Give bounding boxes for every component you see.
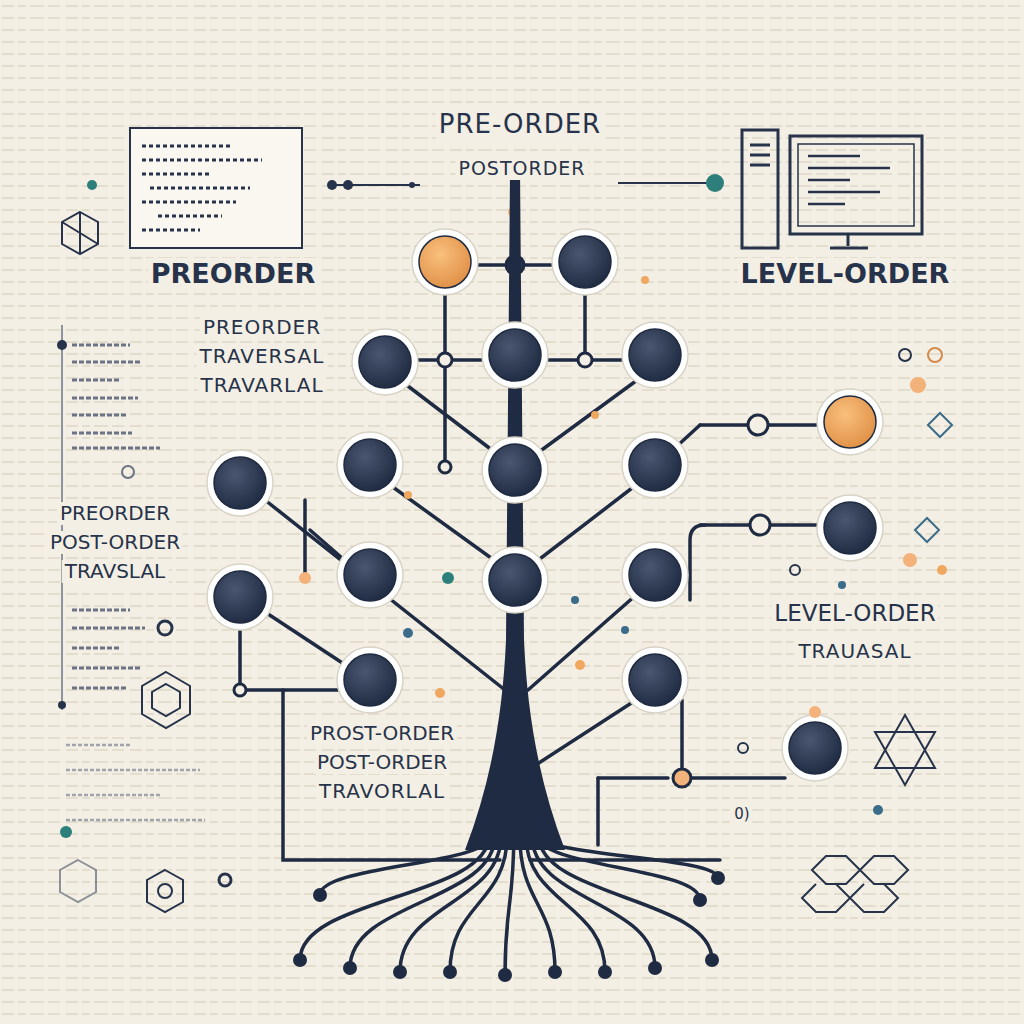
tree-roots	[293, 835, 725, 982]
node-ball	[214, 571, 266, 623]
root-line	[537, 835, 700, 900]
tree-node	[482, 547, 548, 613]
node-ring	[412, 229, 478, 295]
root-line	[505, 835, 514, 975]
tree-node	[207, 450, 273, 516]
tree-node	[337, 542, 403, 608]
node-ring	[622, 432, 688, 498]
label: 0)	[731, 806, 752, 823]
label: PROST-ORDER	[307, 722, 457, 745]
node-ball	[489, 554, 541, 606]
tree-node	[622, 647, 688, 713]
node-ball	[559, 236, 611, 288]
node-ball	[344, 549, 396, 601]
tree-node	[352, 329, 418, 395]
node-ball	[489, 444, 541, 496]
root-dot	[393, 965, 407, 979]
tree-node	[817, 389, 883, 455]
node-ring	[622, 322, 688, 388]
root-dot	[648, 961, 662, 975]
tree-node	[482, 437, 548, 503]
label: PRE-ORDER	[436, 110, 604, 140]
root-dot	[711, 871, 725, 885]
node-ring	[482, 322, 548, 388]
node-ring	[552, 229, 618, 295]
label: PREORDER	[57, 502, 173, 525]
tree-node	[337, 432, 403, 498]
root-dot	[313, 888, 327, 902]
tree-node	[622, 432, 688, 498]
node-ring	[782, 715, 848, 781]
node-ball	[824, 502, 876, 554]
node-ring	[337, 542, 403, 608]
tree-node	[782, 715, 848, 781]
tree-node	[622, 322, 688, 388]
computer-icon	[742, 130, 922, 248]
tree-node	[207, 564, 273, 630]
tree-node	[337, 647, 403, 713]
node-ball	[489, 329, 541, 381]
node-ring	[337, 432, 403, 498]
node-ball	[344, 439, 396, 491]
node-ring	[337, 647, 403, 713]
tree-trunk	[465, 170, 565, 850]
node-ball	[359, 336, 411, 388]
label: LEVEL-ORDER	[738, 258, 953, 289]
root-dot	[598, 965, 612, 979]
root-dot	[705, 953, 719, 967]
node-ring	[817, 389, 883, 455]
node-ring	[207, 564, 273, 630]
root-dot	[548, 965, 562, 979]
node-ring	[622, 542, 688, 608]
label: POST-ORDER	[47, 531, 183, 554]
node-ring	[207, 450, 273, 516]
decorations	[60, 212, 952, 912]
root-dot	[443, 965, 457, 979]
node-ball	[789, 722, 841, 774]
root-dot	[293, 953, 307, 967]
label: POST-ORDER	[314, 751, 450, 774]
tree-node	[817, 495, 883, 561]
tree-node	[622, 542, 688, 608]
node-ball	[214, 457, 266, 509]
node-ball	[419, 236, 471, 288]
label: TRAUASAL	[795, 640, 914, 663]
side-notes	[57, 325, 205, 838]
label: TRAVSLAL	[62, 560, 169, 583]
node-ring	[482, 547, 548, 613]
node-ball	[344, 654, 396, 706]
root-line	[320, 835, 492, 895]
node-ball	[629, 439, 681, 491]
node-ball	[629, 329, 681, 381]
node-ring	[482, 437, 548, 503]
tree-node	[552, 229, 618, 295]
node-ball	[629, 549, 681, 601]
node-ball	[629, 654, 681, 706]
label: TRAVARLAL	[197, 374, 326, 397]
root-dot	[498, 968, 512, 982]
node-ring	[622, 647, 688, 713]
root-dot	[693, 893, 707, 907]
root-dot	[343, 961, 357, 975]
tree-node	[412, 229, 478, 295]
label: POSTORDER	[455, 158, 588, 180]
root-line	[350, 835, 495, 968]
label: TRAVERSAL	[197, 345, 328, 368]
label: PREORDER	[200, 316, 324, 339]
tree-nodes	[207, 229, 883, 781]
label: PREORDER	[148, 258, 318, 289]
label: LEVEL-ORDER	[771, 600, 938, 626]
node-ring	[352, 329, 418, 395]
connector-decoration	[327, 174, 724, 217]
root-line	[539, 835, 718, 878]
node-ball	[824, 396, 876, 448]
label: TRAVORLAL	[316, 780, 448, 803]
node-ring	[817, 495, 883, 561]
tree-node	[482, 322, 548, 388]
document-panel	[130, 128, 302, 248]
